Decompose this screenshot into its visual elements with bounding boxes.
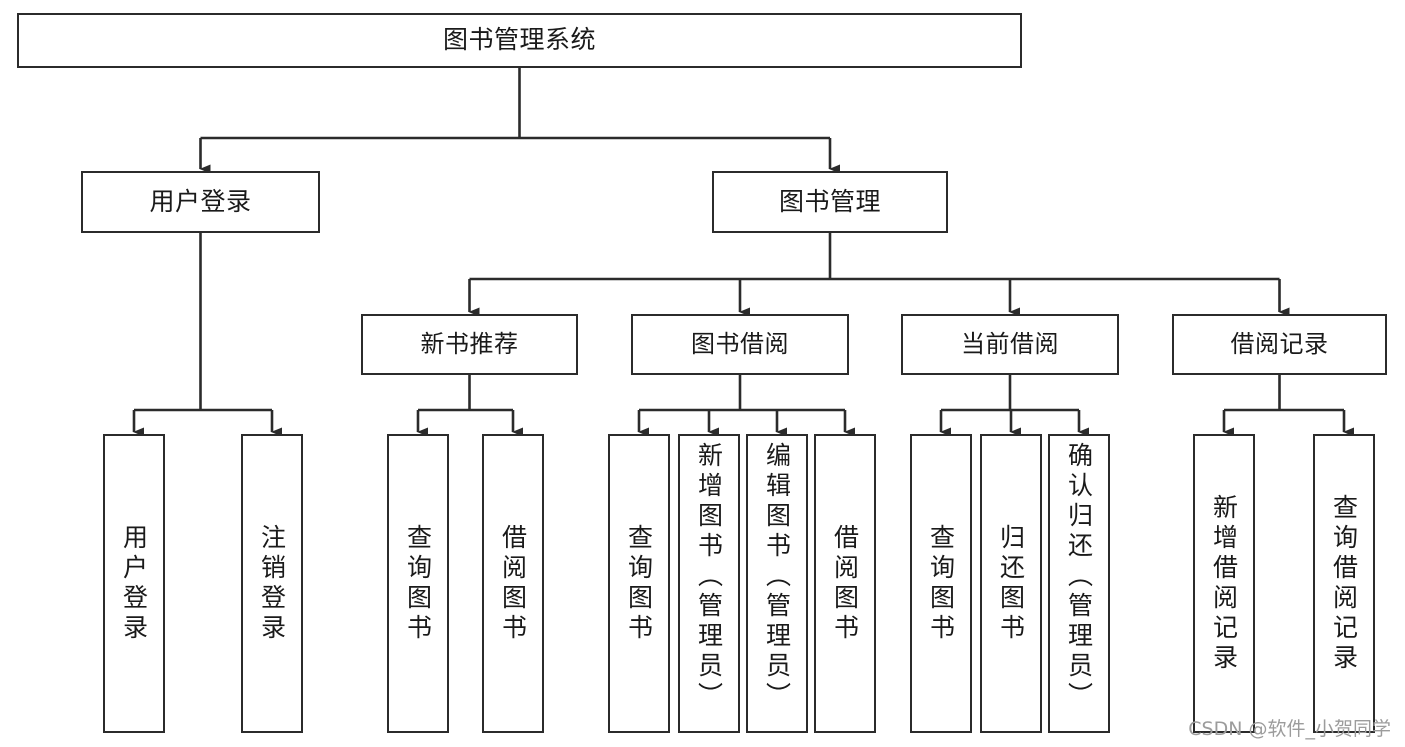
node-label: 查询图书 [624,523,654,644]
node-leaf-13[interactable]: 查询借阅记录 [1313,434,1375,733]
node-leaf-2[interactable]: 注销登录 [241,434,303,733]
watermark-text: CSDN @软件_小贺同学 [1188,718,1391,740]
node-leaf-12[interactable]: 新增借阅记录 [1193,434,1255,733]
node-label: 查询图书 [403,523,433,644]
node-leaf-6[interactable]: 新增图书（管理员） [678,434,740,733]
node-label: 用户登录 [149,186,252,216]
node-leaf-10[interactable]: 归还图书 [980,434,1042,733]
node-l3-4[interactable]: 借阅记录 [1172,314,1387,375]
node-label: 借阅记录 [1230,329,1329,358]
node-label: 新书推荐 [420,329,519,358]
node-label: 新增借阅记录 [1209,493,1239,674]
node-label: 新增图书（管理员） [694,442,724,712]
node-label: 当前借阅 [961,329,1059,358]
node-leaf-9[interactable]: 查询图书 [910,434,972,733]
node-label: 查询借阅记录 [1329,493,1359,674]
node-leaf-8[interactable]: 借阅图书 [814,434,876,733]
node-label: 编辑图书（管理员） [762,442,792,712]
node-l3-2[interactable]: 图书借阅 [631,314,849,375]
node-label: 借阅图书 [498,523,528,644]
node-label: 确认归还（管理员） [1064,442,1094,712]
node-leaf-1[interactable]: 用户登录 [103,434,165,733]
node-label: 注销登录 [257,523,287,644]
node-leaf-7[interactable]: 编辑图书（管理员） [746,434,808,733]
node-l3-3[interactable]: 当前借阅 [901,314,1119,375]
node-label: 借阅图书 [830,523,860,644]
node-root[interactable]: 图书管理系统 [17,13,1022,68]
node-leaf-4[interactable]: 借阅图书 [482,434,544,733]
node-l2-1[interactable]: 用户登录 [81,171,320,233]
node-leaf-5[interactable]: 查询图书 [608,434,670,733]
node-label: 图书管理系统 [442,25,596,55]
node-leaf-3[interactable]: 查询图书 [387,434,449,733]
node-label: 图书借阅 [691,329,789,358]
node-label: 归还图书 [996,523,1026,644]
node-l2-2[interactable]: 图书管理 [712,171,948,233]
node-label: 图书管理 [778,186,881,216]
node-label: 查询图书 [926,523,956,644]
node-leaf-11[interactable]: 确认归还（管理员） [1048,434,1110,733]
node-l3-1[interactable]: 新书推荐 [361,314,578,375]
node-label: 用户登录 [119,523,149,644]
